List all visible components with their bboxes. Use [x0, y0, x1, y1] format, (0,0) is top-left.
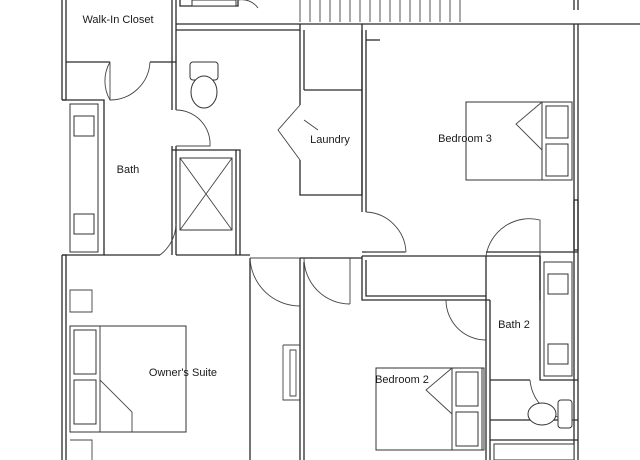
bed-bedroom-3	[465, 101, 573, 181]
label-bath-2: Bath 2	[498, 319, 530, 331]
vanity-master	[69, 103, 99, 253]
bed-owners	[69, 325, 187, 433]
room-labels: Walk-In Closet Bath Laundry Bedroom 3 Ow…	[82, 14, 529, 386]
fixtures	[69, 0, 575, 460]
label-bath: Bath	[117, 164, 140, 176]
label-bedroom-2: Bedroom 2	[375, 374, 429, 386]
label-owners-suite: Owner's Suite	[149, 367, 217, 379]
toilet-bath-2	[527, 399, 573, 429]
tub-bath-2	[493, 443, 575, 460]
closet-top	[191, 0, 237, 7]
label-walk-in-closet: Walk-In Closet	[82, 14, 153, 26]
toilet-master	[189, 61, 219, 109]
shower	[179, 157, 233, 231]
vanity-bath-2	[543, 261, 573, 377]
bed-bedroom-2	[375, 367, 485, 451]
walls	[61, 0, 640, 460]
label-laundry: Laundry	[310, 134, 350, 146]
label-bedroom-3: Bedroom 3	[438, 133, 492, 145]
